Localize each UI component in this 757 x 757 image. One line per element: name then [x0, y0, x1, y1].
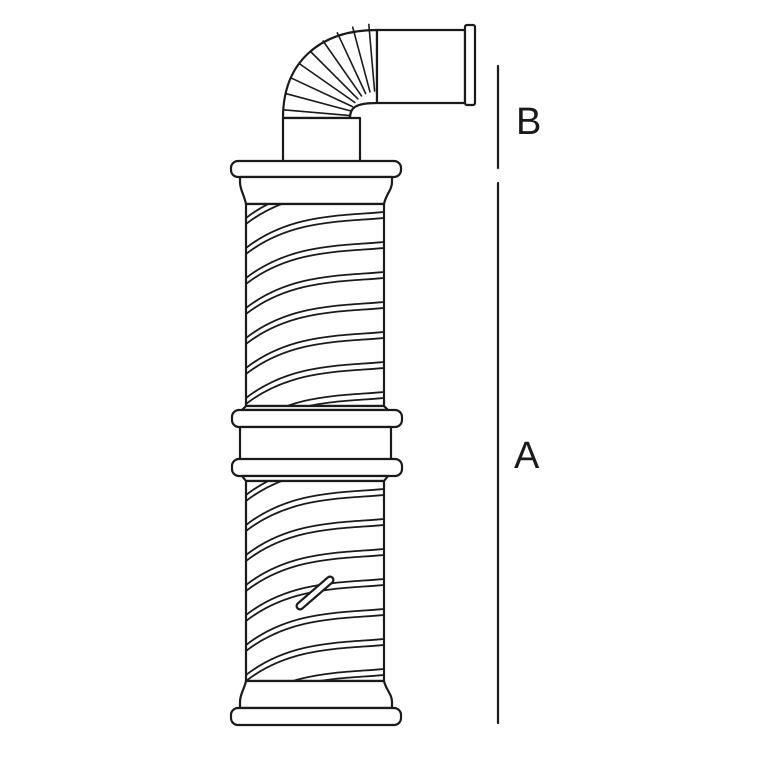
lower-helix-groove	[246, 608, 384, 646]
lower-helix-groove	[246, 554, 384, 592]
test-plug	[295, 575, 335, 611]
upper-helix-groove	[246, 361, 384, 399]
middle-coupling	[230, 404, 404, 483]
upper-helix-groove	[246, 331, 384, 369]
elbow-neck	[281, 116, 362, 164]
lower-helix-groove	[246, 578, 384, 616]
upper-helix-groove	[284, 391, 384, 406]
upper-helix-groove	[246, 277, 384, 315]
elbow-rib	[299, 63, 356, 104]
lower-helix-groove	[246, 524, 384, 562]
upper-helix-groove	[246, 271, 384, 309]
elbow-rib	[282, 109, 351, 117]
top-flange	[229, 159, 403, 206]
elbow-rib	[290, 77, 354, 108]
upper-helix-groove	[246, 241, 384, 279]
lower-helix-section	[244, 479, 386, 683]
dimension-label-b: B	[516, 101, 541, 143]
lower-helix-groove	[246, 481, 271, 496]
upper-helix-groove	[304, 397, 384, 406]
lower-helix-groove	[246, 644, 384, 681]
elbow-rib	[336, 31, 367, 95]
lower-helix-groove	[246, 548, 384, 586]
lower-helix-groove	[246, 494, 384, 532]
elbow-rib	[351, 26, 371, 93]
upper-helix-groove	[246, 301, 384, 339]
lower-helix-groove	[246, 638, 384, 676]
upper-helix-groove	[246, 307, 384, 345]
dimension-label-a: A	[514, 435, 540, 477]
elbow-bend	[281, 23, 379, 120]
lower-helix-groove	[246, 518, 384, 556]
elbow-rib	[309, 50, 359, 100]
upper-helix-groove	[246, 211, 384, 249]
lower-helix-groove	[246, 481, 285, 502]
upper-helix-groove	[246, 247, 384, 285]
upper-helix-groove	[246, 217, 384, 255]
upper-helix-section	[244, 202, 386, 408]
upper-helix-groove	[246, 367, 384, 405]
upper-helix-groove	[246, 204, 271, 219]
upper-helix-groove	[246, 337, 384, 375]
upper-helix-groove	[246, 204, 285, 225]
elbow-rib	[285, 92, 352, 112]
lower-helix-groove	[246, 488, 384, 526]
elbow-rib	[367, 23, 376, 92]
bottom-flange	[229, 679, 403, 727]
elbow-outlet	[375, 23, 477, 107]
lower-helix-groove	[246, 614, 384, 652]
lower-helix-groove	[314, 674, 384, 681]
elbow-rib	[322, 40, 363, 97]
lower-helix-groove	[290, 668, 384, 681]
